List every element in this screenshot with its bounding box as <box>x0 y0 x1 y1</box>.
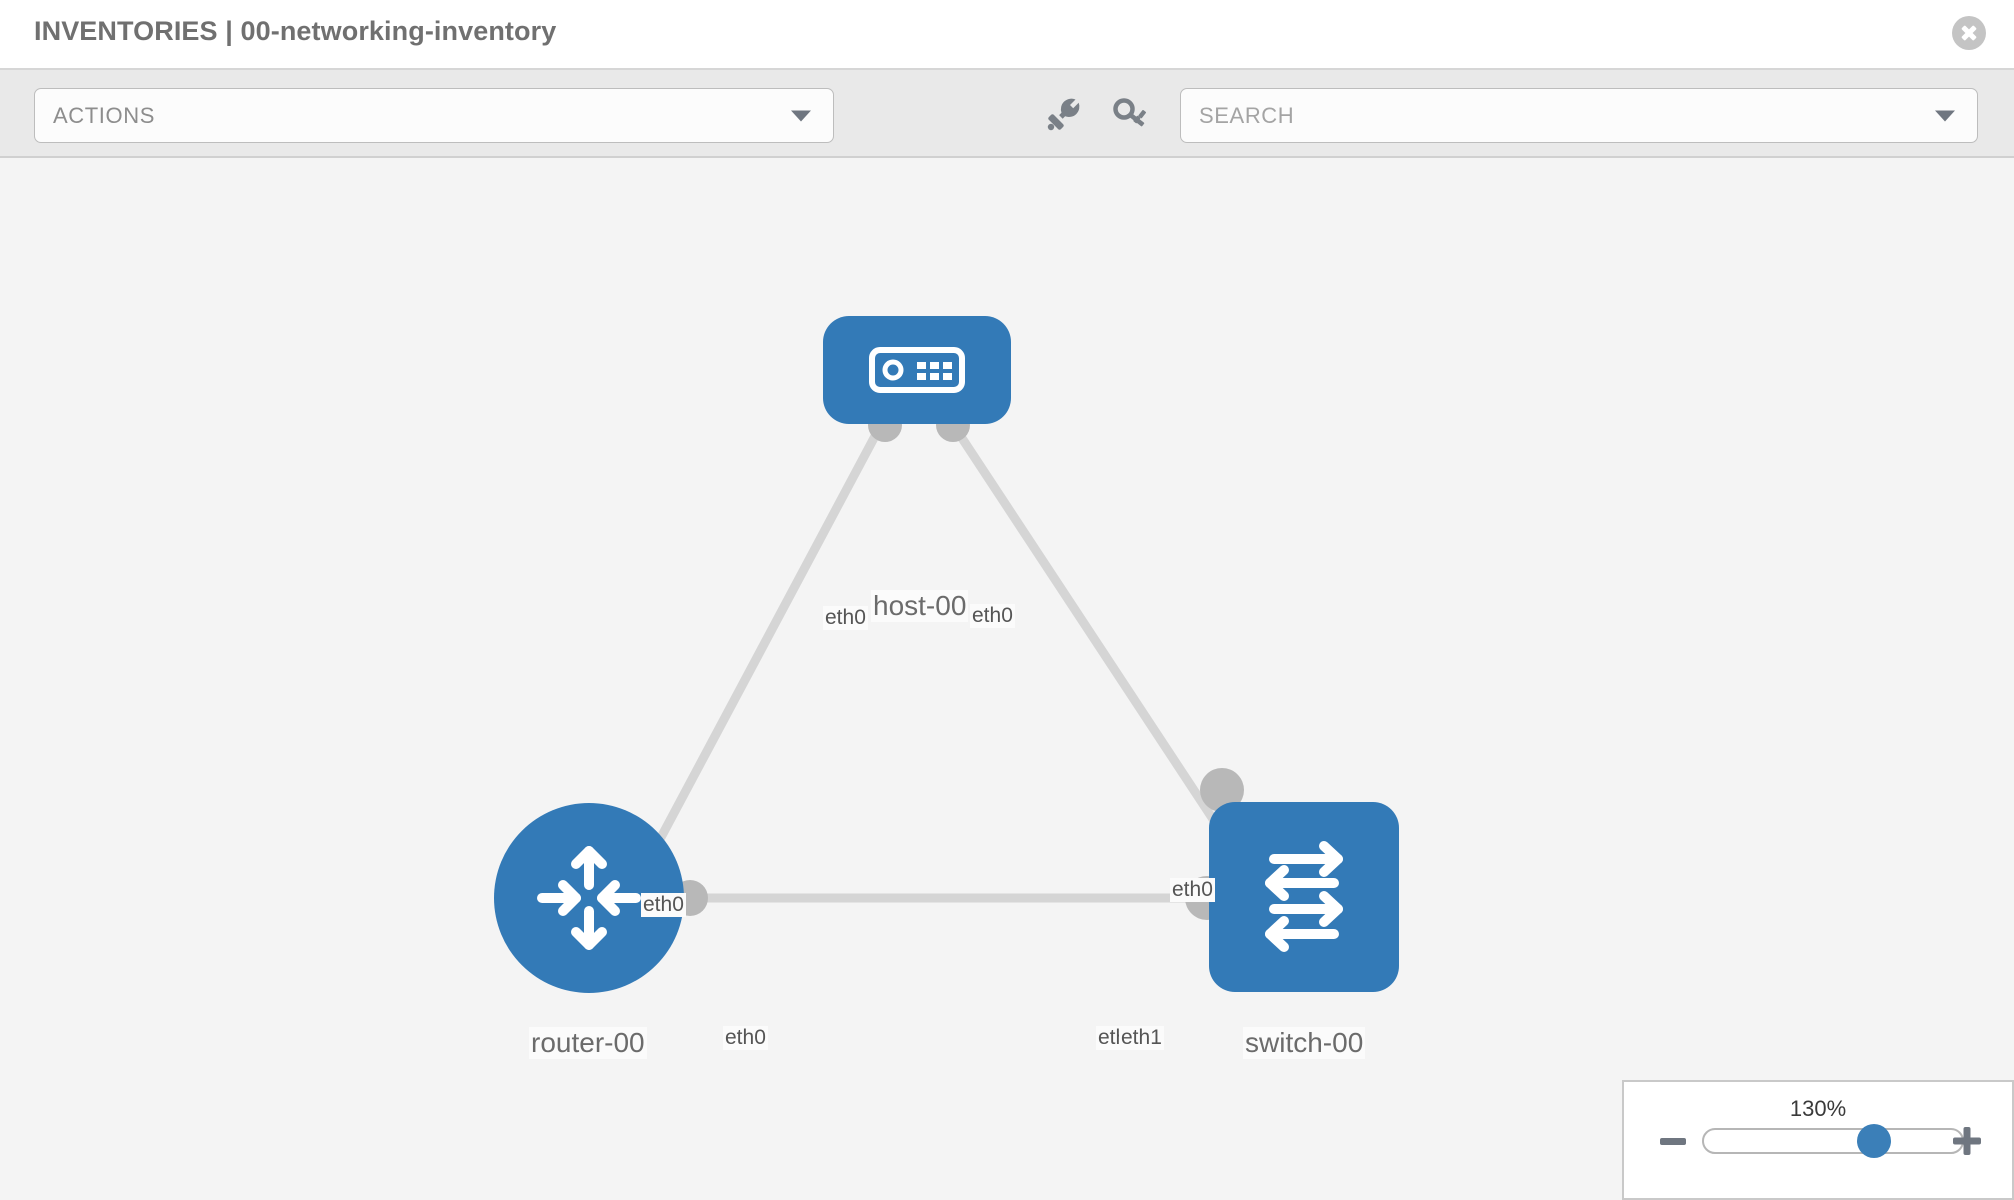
wrench-icon[interactable] <box>1042 94 1084 136</box>
server-icon <box>869 347 965 393</box>
port-label-host-right: eth0 <box>970 604 1015 628</box>
page-header: INVENTORIES | 00-networking-inventory <box>0 0 2014 68</box>
port-label-switch-up: eth0 <box>1170 878 1215 902</box>
switch-icon <box>1265 841 1343 952</box>
chevron-down-icon <box>791 110 811 121</box>
port-label-router-up: eth0 <box>641 893 686 917</box>
router-icon <box>537 846 641 950</box>
topology-canvas[interactable]: host-00 eth0 eth0 router-00 eth0 <box>0 158 2014 1200</box>
page-title: INVENTORIES | 00-networking-inventory <box>34 16 557 46</box>
node-label-host: host-00 <box>871 590 969 622</box>
link-host-switch <box>948 420 1236 851</box>
link-host-router <box>646 420 886 861</box>
topology-links <box>646 420 1236 903</box>
actions-dropdown[interactable]: ACTIONS <box>34 88 834 143</box>
search-input[interactable]: SEARCH <box>1180 88 1978 143</box>
zoom-slider[interactable] <box>1702 1124 1964 1158</box>
node-label-router: router-00 <box>529 1027 647 1059</box>
zoom-out-button[interactable] <box>1660 1138 1686 1145</box>
zoom-control-panel: 130% <box>1622 1080 2014 1200</box>
port-label-switch-left: eth1 <box>1119 1026 1164 1050</box>
zoom-percent-label: 130% <box>1789 1096 1847 1121</box>
chevron-down-icon[interactable] <box>1935 110 1955 121</box>
zoom-slider-thumb[interactable] <box>1857 1124 1892 1158</box>
node-host-00[interactable] <box>823 316 1011 424</box>
node-label-switch: switch-00 <box>1243 1027 1366 1059</box>
close-icon[interactable] <box>1952 16 1986 50</box>
search-placeholder: SEARCH <box>1199 102 1295 128</box>
actions-dropdown-label: ACTIONS <box>53 102 155 128</box>
toolbar: ACTIONS SEARCH <box>0 68 2014 158</box>
port-label-host-left: eth0 <box>823 606 868 630</box>
node-switch-00[interactable] <box>1209 802 1399 992</box>
zoom-in-button[interactable] <box>1952 1126 1982 1156</box>
key-icon[interactable] <box>1110 94 1152 136</box>
port-label-router-eth0: eth0 <box>723 1026 768 1050</box>
